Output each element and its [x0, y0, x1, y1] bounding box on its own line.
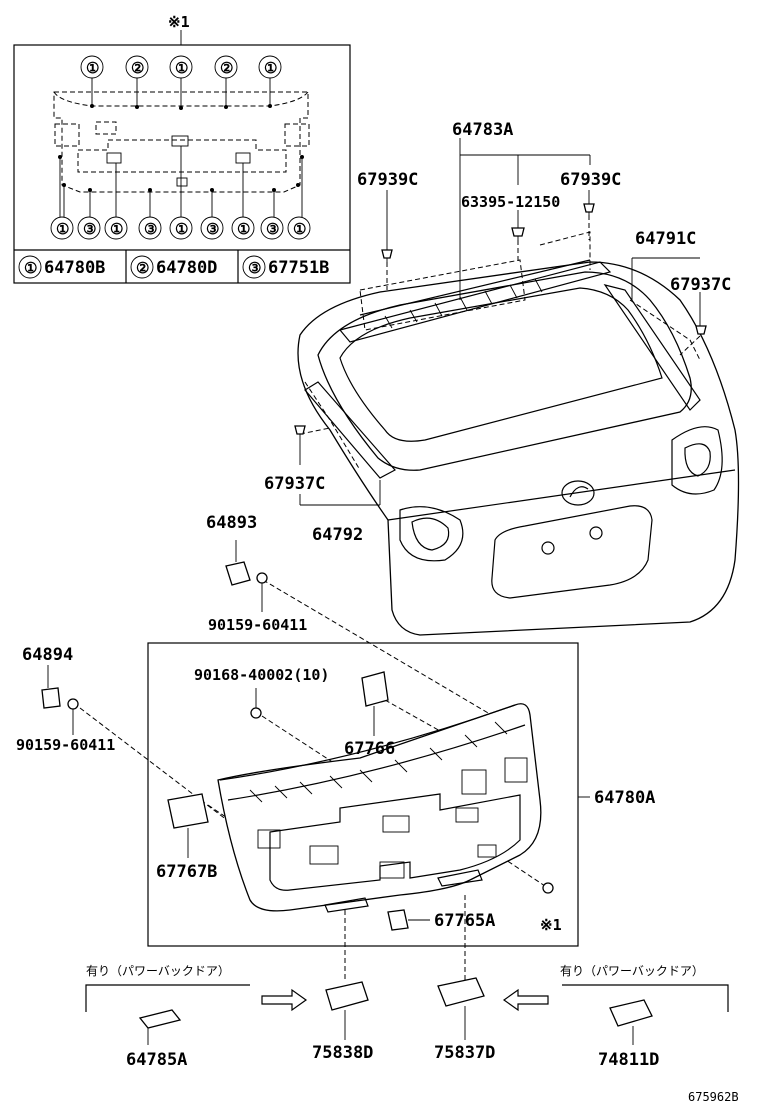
label-90168-40002: 90168-40002(10) [194, 666, 329, 684]
bottom-parts [85, 977, 729, 1029]
label-67765A: 67765A [434, 911, 495, 931]
callout-bottom-6: ③ [206, 220, 219, 238]
legend-part-64780B: 64780B [44, 258, 105, 278]
callout-top-4: ② [220, 59, 233, 77]
callout-top-5: ① [264, 59, 277, 77]
upper-clips [294, 203, 707, 435]
callout-bottom-7: ① [237, 220, 250, 238]
note-power-backdoor-right: 有り（パワーバックドア） [560, 964, 704, 978]
upper-dashed-guides [79, 215, 701, 980]
inset-top-callouts: ① ② ① ② ① [80, 55, 282, 108]
inset-bottom-leaders [59, 146, 303, 217]
legend-part-64780D: 64780D [156, 258, 217, 278]
callout-bottom-4: ③ [144, 220, 157, 238]
label-mark-ref: ※1 [540, 916, 562, 934]
legend-mark-1: ① [24, 259, 37, 277]
label-64780A: 64780A [594, 788, 655, 808]
label-67767B: 67767B [156, 862, 217, 882]
label-75838D: 75838D [312, 1043, 373, 1063]
legend-mark-2: ② [136, 259, 149, 277]
legend-part-67751B: 67751B [268, 258, 329, 278]
leader-lines [47, 138, 701, 1045]
label-63395-12150: 63395-12150 [461, 193, 560, 211]
label-74811D: 74811D [598, 1050, 659, 1070]
label-67766: 67766 [344, 739, 395, 759]
label-64894: 64894 [22, 645, 73, 665]
label-64791C: 64791C [635, 229, 696, 249]
callout-bottom-5: ① [175, 220, 188, 238]
part-labels: 64783A 67939C 67939C 63395-12150 64791C … [16, 120, 739, 1104]
callout-bottom-1: ① [56, 220, 69, 238]
inset-bottom-callouts: ① ③ ① ③ ① ③ ① ③ ① [50, 216, 311, 240]
inset-trim-outline [53, 91, 310, 193]
label-67937C-left: 67937C [264, 474, 325, 494]
inset-mark: ※1 [168, 13, 190, 31]
label-90159-60411-a: 90159-60411 [208, 616, 307, 634]
callout-bottom-8: ③ [266, 220, 279, 238]
callout-top-2: ② [131, 59, 144, 77]
callout-top-3: ① [175, 59, 188, 77]
inset-legend: ① 64780B ② 64780D ③ 67751B [18, 255, 329, 279]
label-90159-60411-b: 90159-60411 [16, 736, 115, 754]
trim-board-frame [147, 642, 579, 947]
legend-mark-3: ③ [248, 259, 261, 277]
label-64783A: 64783A [452, 120, 513, 140]
callout-bottom-9: ① [293, 220, 306, 238]
back-door-illustration [297, 259, 740, 636]
small-parts [41, 561, 554, 931]
figure-id: 675962B [688, 1090, 739, 1104]
note-power-backdoor-left: 有り（パワーバックドア） [86, 964, 230, 978]
label-67937C-right: 67937C [670, 275, 731, 295]
callout-bottom-3: ① [110, 220, 123, 238]
inset-panel: ※1 ① ② ① ② ① [13, 13, 351, 284]
label-75837D: 75837D [434, 1043, 495, 1063]
label-64792: 64792 [312, 525, 363, 545]
callout-top-1: ① [86, 59, 99, 77]
label-64785A: 64785A [126, 1050, 187, 1070]
trim-board-illustration [217, 703, 542, 913]
label-64893: 64893 [206, 513, 257, 533]
label-67939C-left: 67939C [357, 170, 418, 190]
callout-bottom-2: ③ [83, 220, 96, 238]
label-67939C-right: 67939C [560, 170, 621, 190]
